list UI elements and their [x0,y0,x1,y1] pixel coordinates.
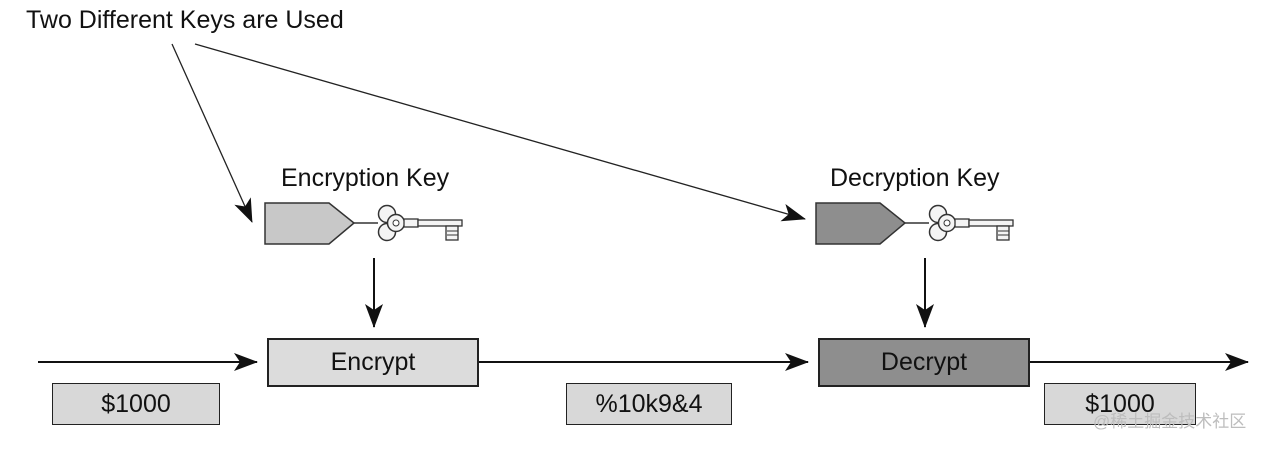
encryption-key-icon [264,202,463,245]
plaintext-output-value: $1000 [1085,389,1155,418]
plaintext-input-box: $1000 [52,383,220,425]
key-icon [377,204,463,242]
title-to-encryption-key-arrow [171,43,253,223]
plaintext-output-box: $1000 [1044,383,1196,425]
ciphertext-box: %10k9&4 [566,383,732,425]
decrypt-label: Decrypt [880,348,968,376]
encrypt-label: Encrypt [330,348,416,376]
decrypt-process-box: Decrypt [818,338,1030,387]
encryption-key-label: Encryption Key [281,164,450,192]
plaintext-input-value: $1000 [101,389,171,418]
watermark: @稀土掘金技术社区 [1093,412,1247,431]
encrypt-process-box: Encrypt [267,338,479,387]
diagram-title: Two Different Keys are Used [26,6,344,34]
ciphertext-value: %10k9&4 [595,389,703,418]
title-to-decryption-key-arrow [194,43,806,222]
key-icon [928,204,1014,242]
decryption-key-label: Decryption Key [830,164,1000,192]
decryption-key-icon [815,202,1014,245]
